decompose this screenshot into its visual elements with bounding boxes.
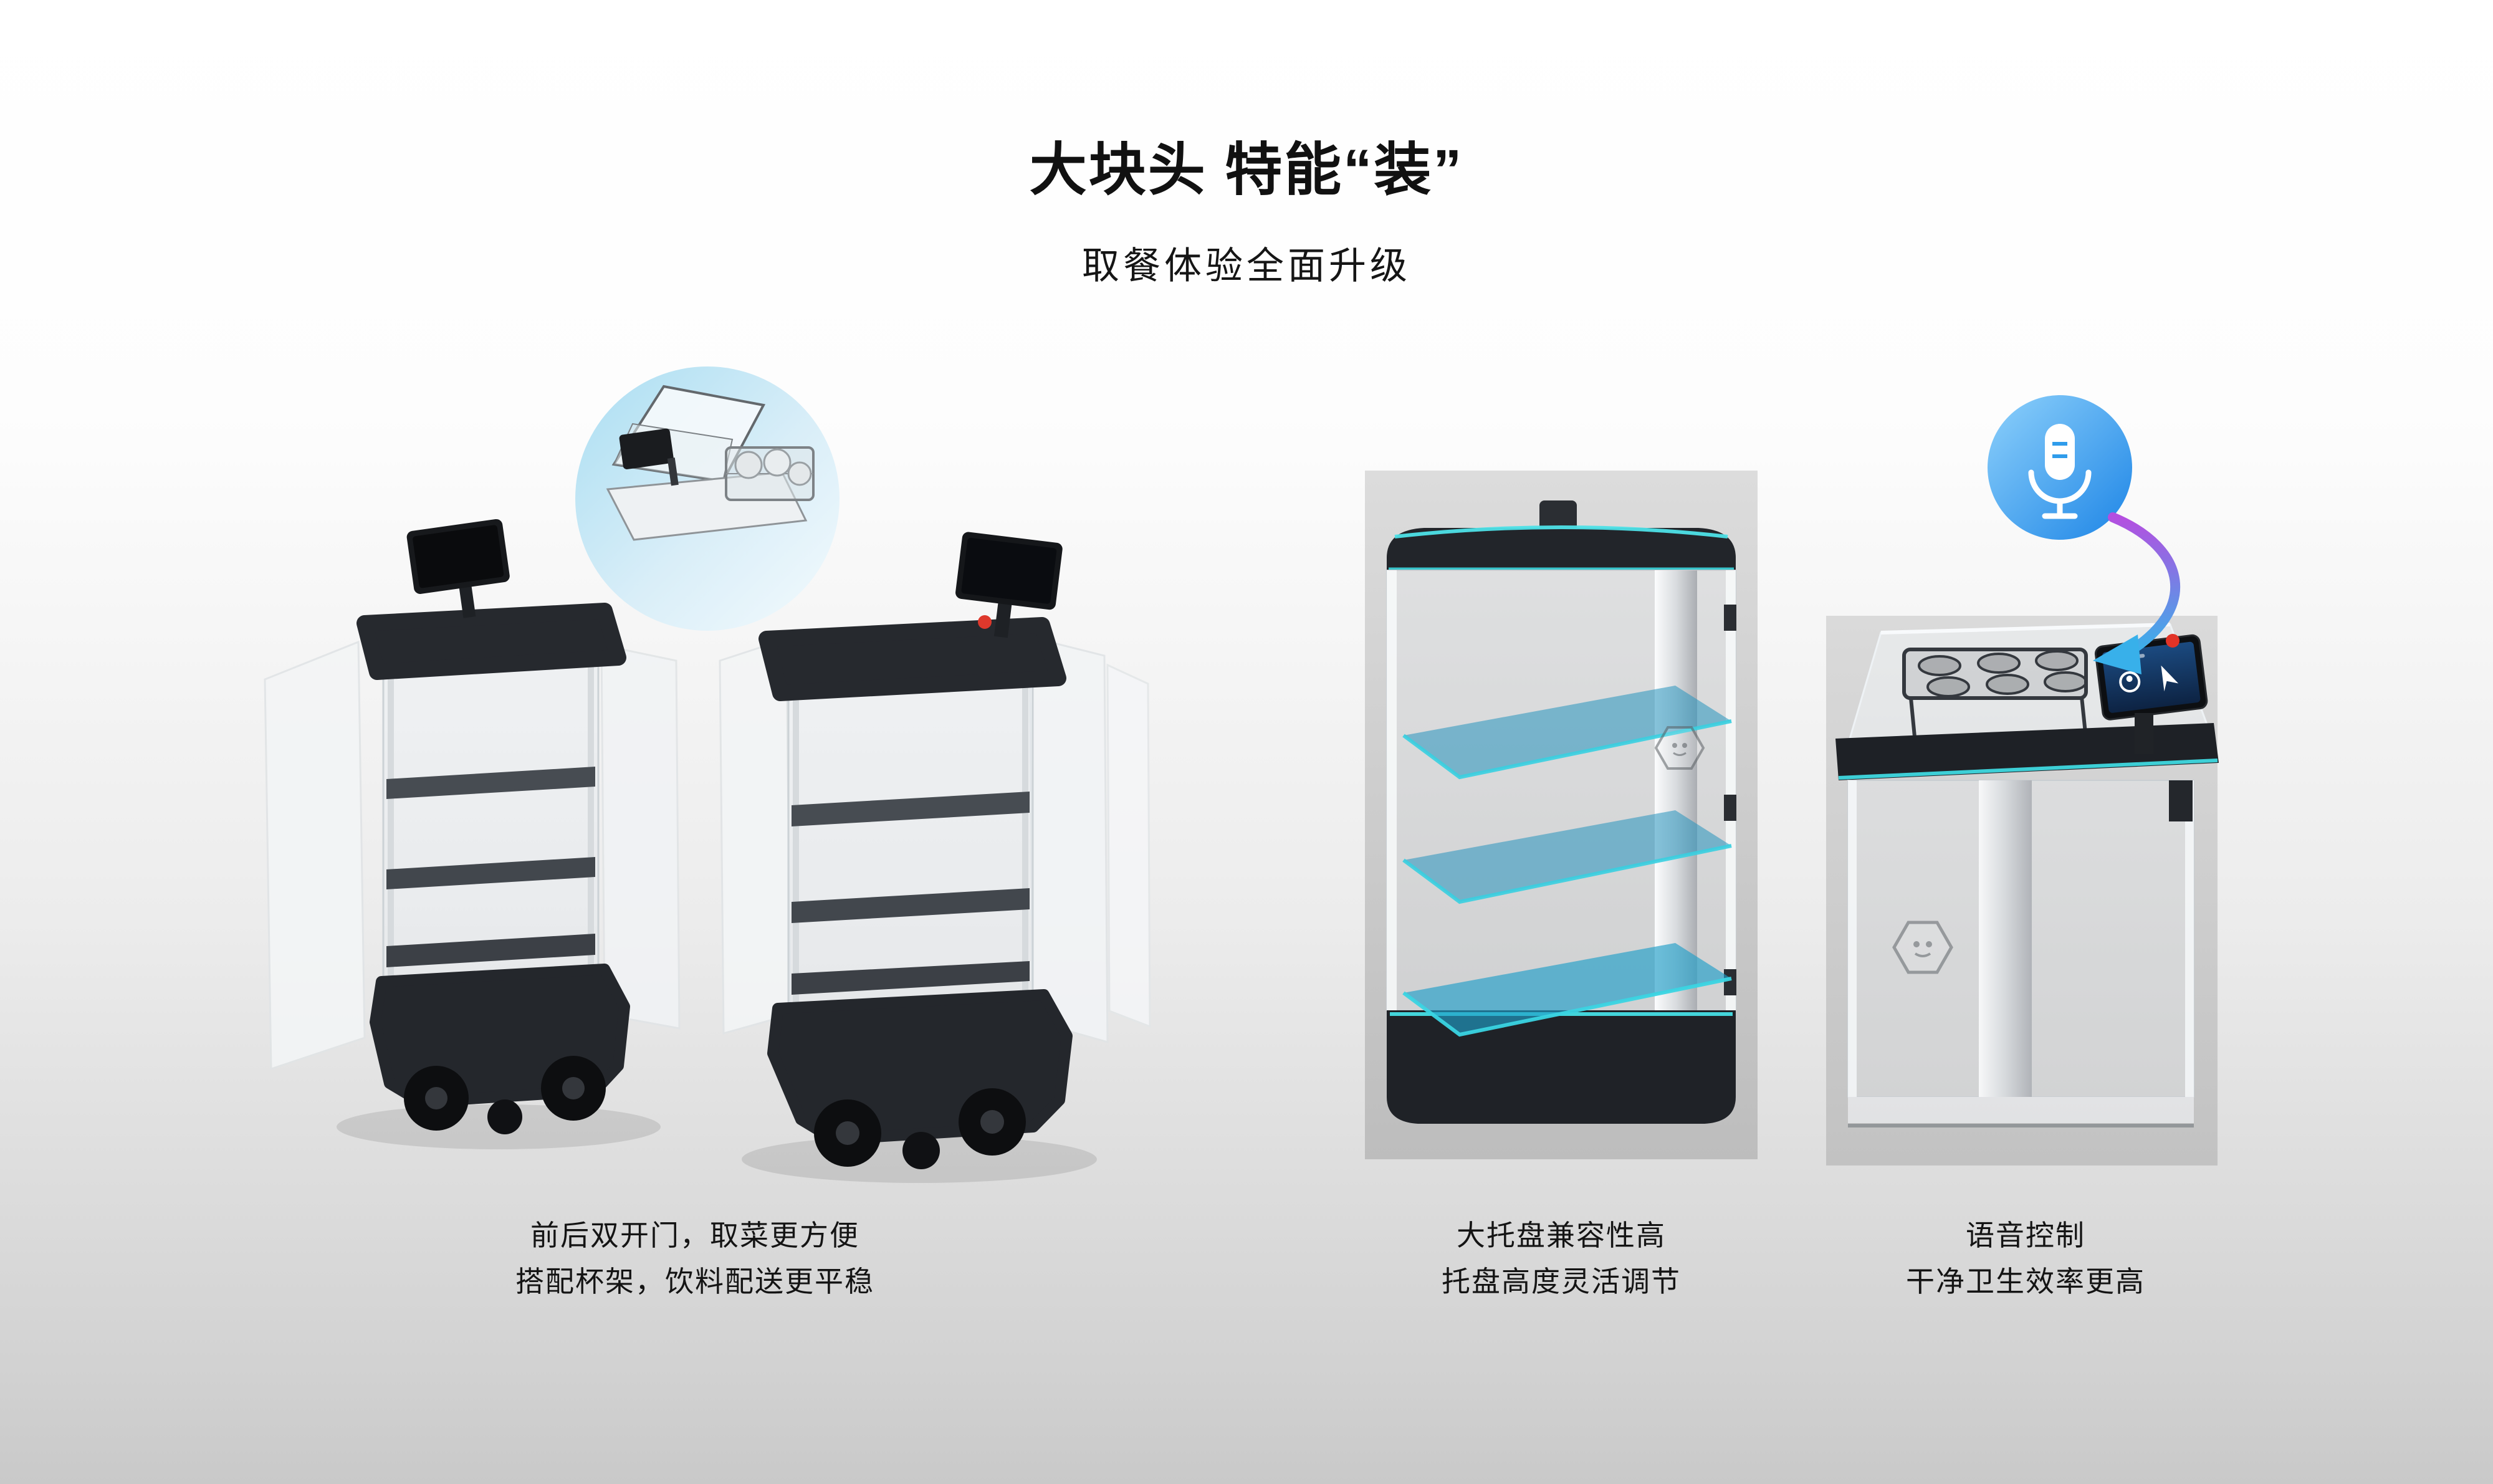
caption-line: 干净卫生效率更高 [1906,1265,2145,1298]
cup-rack [1902,648,2088,737]
caption-line: 托盘高度灵活调节 [1442,1265,1681,1298]
robot-left-open-doors [264,519,681,1134]
emergency-stop-button [978,615,992,629]
adjustable-trays [1402,686,1732,1037]
brand-logo [1892,921,1953,974]
caption-line: 搭配杯架，饮料配送更平稳 [515,1265,874,1298]
caption-trays: 大托盘兼容性高 托盘高度灵活调节 [1365,1212,1758,1304]
tablet-screen [2094,634,2208,720]
page-subtitle: 取餐体验全面升级 [1082,245,1411,287]
cup-holder-inset [575,366,840,631]
caption-voice: 语音控制 干净卫生效率更高 [1820,1212,2231,1304]
caption-line: 语音控制 [1966,1219,2085,1252]
curved-arrow-icon [2093,512,2181,674]
robot-right-screen [955,532,1063,638]
caption-double-doors: 前后双开门，取菜更方便 搭配杯架，饮料配送更平稳 [237,1212,1153,1304]
brand-watermark [1654,726,1705,770]
robot-right-open-doors [719,532,1151,1169]
caption-line: 大托盘兼容性高 [1457,1219,1666,1252]
robot-left-screen [406,519,510,618]
feature-art-trays [1365,471,1758,1159]
page-title: 大块头 特能“装” [1029,138,1464,202]
emergency-stop-button [2166,634,2180,648]
microphone-icon [1988,395,2132,540]
feature-art-voice [1820,386,2231,1166]
feature-art-double-doors [237,343,1153,1184]
caption-line: 前后双开门，取菜更方便 [530,1219,859,1252]
